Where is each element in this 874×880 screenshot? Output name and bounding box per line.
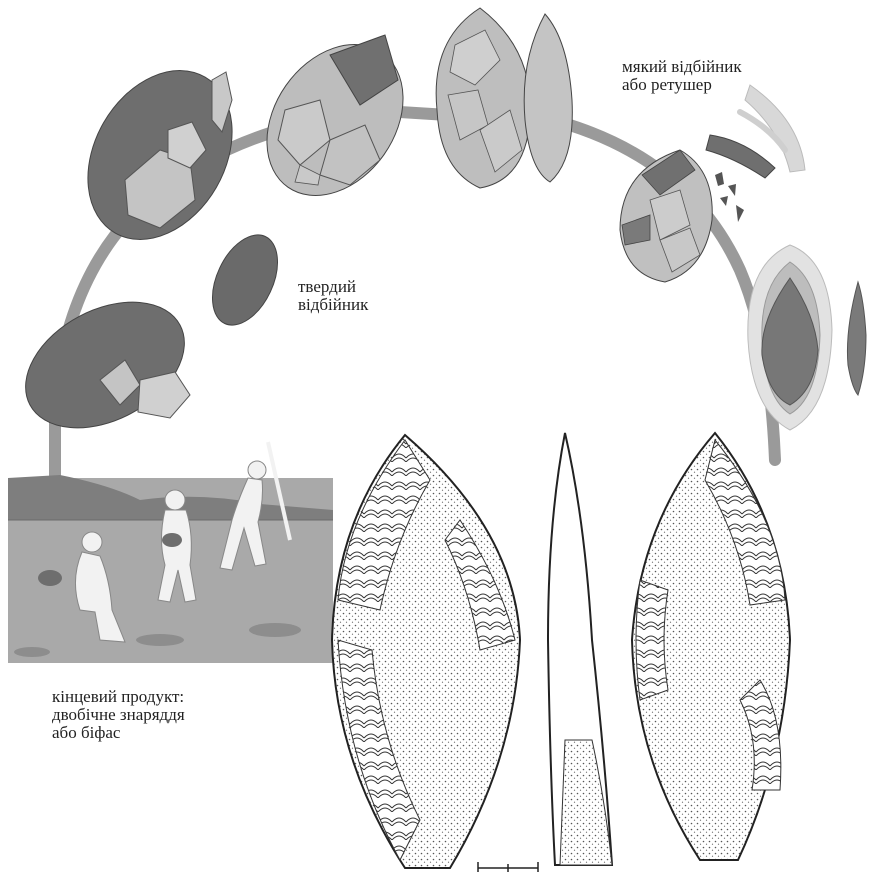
label-hard-hammer-line2: відбійник (298, 296, 368, 314)
label-final-product: кінцевий продукт: двобічне знаряддя або … (52, 688, 185, 742)
label-hard-hammer: твердий відбійник (298, 278, 368, 314)
label-soft-hammer-line2: або ретушер (622, 76, 742, 94)
label-final-product-line1: кінцевий продукт: (52, 688, 185, 706)
label-final-product-line3: або біфас (52, 724, 185, 742)
retouch-flakes (715, 172, 744, 222)
label-soft-hammer: мякий відбійник або ретушер (622, 58, 742, 94)
soft-hammer-antler-icon (706, 85, 805, 178)
stage-partial-biface (239, 18, 431, 221)
stage-raw-nodule (4, 277, 206, 454)
hard-hammerstone-icon (199, 225, 290, 336)
final-biface-face-left (332, 435, 520, 868)
stage-retouched-biface (620, 150, 712, 282)
label-final-product-line2: двобічне знаряддя (52, 706, 185, 724)
stage-reduction-outline (748, 245, 866, 430)
stage-roughout (59, 45, 262, 266)
label-hard-hammer-line1: твердий (298, 278, 368, 296)
final-biface-profile (548, 433, 612, 865)
stage-shaped-biface (436, 8, 572, 188)
final-biface-face-right (632, 433, 790, 860)
scale-bar-icon (478, 862, 538, 872)
label-soft-hammer-line1: мякий відбійник (622, 58, 742, 76)
